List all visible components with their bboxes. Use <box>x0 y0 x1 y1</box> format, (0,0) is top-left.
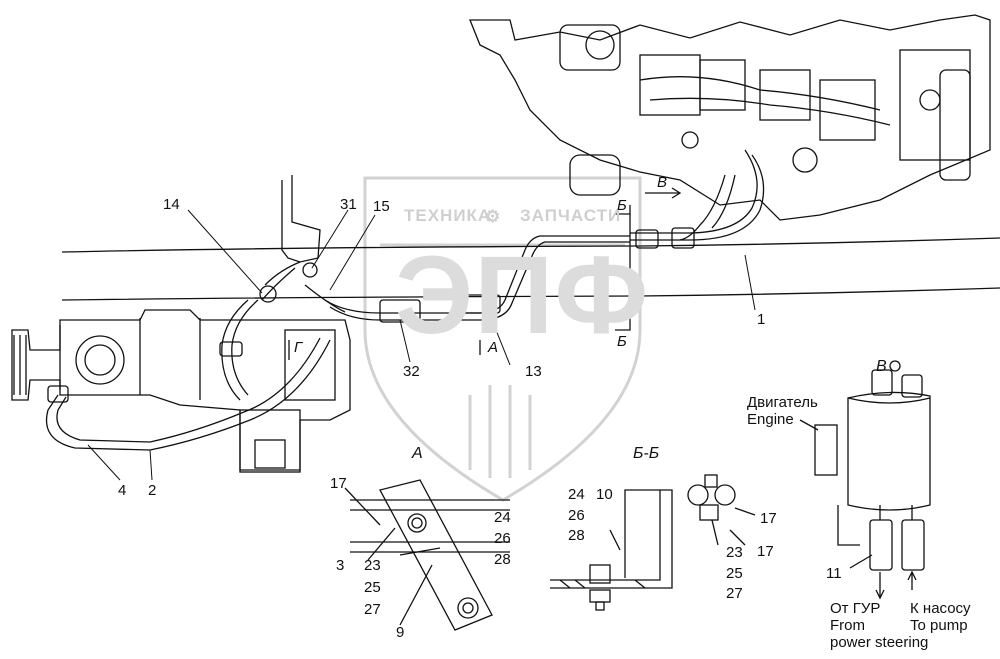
view-a-callout-27: 27 <box>364 601 381 618</box>
view-bb-callout-28: 28 <box>568 527 585 544</box>
view-bb-callout-27: 27 <box>726 585 743 602</box>
view-a-callout-23: 23 <box>364 557 381 574</box>
to-label-ru: К насосу <box>910 600 971 617</box>
view-mark-v: В <box>657 174 668 191</box>
view-bb-callout-23: 23 <box>726 544 743 561</box>
view-a-callout-28: 28 <box>494 551 511 568</box>
callout-4: 4 <box>118 482 127 499</box>
frame-rail <box>61 237 1000 301</box>
view-a-callout-25: 25 <box>364 579 381 596</box>
view-v-callout-11: 11 <box>826 565 842 582</box>
callout-13: 13 <box>525 363 542 380</box>
view-mark-a: А <box>488 339 499 356</box>
view-a-detail <box>344 479 510 631</box>
view-bb-callout-26: 26 <box>568 507 585 524</box>
view-bb-callout-17a: 17 <box>760 510 777 527</box>
view-a-callout-3: 3 <box>336 557 345 574</box>
watermark-big: ЭПФ <box>395 234 650 357</box>
view-v-detail <box>799 360 931 600</box>
view-a-callout-17: 17 <box>330 475 347 492</box>
gear-icon: ⚙ <box>485 207 502 226</box>
pipes-2-4 <box>46 299 331 451</box>
bracket-clamps <box>259 175 346 313</box>
view-title-bb: Б-Б <box>633 445 660 462</box>
pipe-1 <box>630 149 765 249</box>
from-label-en2: power steering <box>830 634 929 651</box>
view-bb-callout-17b: 17 <box>757 543 774 560</box>
to-label-en: To pump <box>910 617 968 634</box>
callout-2: 2 <box>148 482 157 499</box>
watermark-left: ТЕХНИКА <box>404 206 492 225</box>
watermark-right: ЗАПЧАСТИ <box>520 206 622 225</box>
engine-label-en: Engine <box>747 411 794 428</box>
callout-31: 31 <box>340 196 357 213</box>
view-a-callout-24: 24 <box>494 509 511 526</box>
pipe-13 <box>324 235 630 323</box>
direction-arrows <box>288 187 682 360</box>
view-title-v: В <box>876 358 887 375</box>
section-mark-b-top: Б <box>617 197 627 214</box>
engine-label-ru: Двигатель <box>747 394 818 411</box>
from-label-en1: From <box>830 617 865 634</box>
leader-lines <box>87 209 756 481</box>
view-bb-callout-10: 10 <box>596 486 613 503</box>
engine-block <box>469 14 991 221</box>
section-line-bb <box>615 205 631 331</box>
callout-32: 32 <box>403 363 420 380</box>
view-mark-g: Г <box>294 339 303 356</box>
steering-gear <box>11 309 351 473</box>
callout-15: 15 <box>373 198 390 215</box>
from-label-ru: От ГУР <box>830 600 881 617</box>
view-bb-callout-25: 25 <box>726 565 743 582</box>
view-a-callout-26: 26 <box>494 530 511 547</box>
section-mark-b-bottom: Б <box>617 333 627 350</box>
callout-14: 14 <box>163 196 180 213</box>
callout-1: 1 <box>757 311 766 328</box>
view-a-callout-9: 9 <box>396 624 405 641</box>
view-bb-callout-24: 24 <box>568 486 585 503</box>
view-title-a: А <box>412 445 423 462</box>
view-bb-detail <box>550 474 756 611</box>
